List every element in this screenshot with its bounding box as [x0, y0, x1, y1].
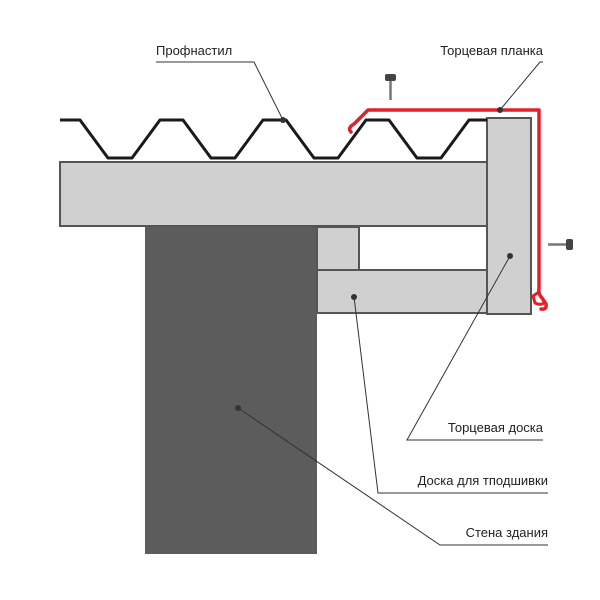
rafter-beam — [59, 161, 489, 227]
leader-doska-podshivki — [353, 296, 548, 494]
screw-icon — [385, 74, 396, 100]
leader-dot-stena — [235, 405, 241, 411]
soffit-board — [316, 269, 488, 314]
label-torcevaya-planka: Торцевая планка — [440, 43, 544, 58]
leader-dot-torcevaya-doska — [507, 253, 513, 259]
label-profnastil: Профнастил — [156, 43, 232, 58]
leader-torcevaya-planka — [499, 61, 543, 111]
leader-torcevaya-doska — [406, 255, 543, 441]
leader-dot-profnastil — [280, 117, 286, 123]
leader-dot-torcevaya-planka — [497, 107, 503, 113]
end-trim-hook — [531, 290, 547, 306]
label-doska-podshivki: Доска для тподшивки — [418, 473, 548, 488]
label-torcevaya-doska: Торцевая доска — [448, 420, 544, 435]
corrugated-sheet — [60, 118, 487, 160]
spacer-block — [316, 226, 360, 271]
leader-dot-doska-podshivki — [351, 294, 357, 300]
fascia-board — [486, 117, 532, 315]
leader-profnastil — [156, 61, 284, 121]
screw-icon — [548, 239, 573, 250]
label-stena: Стена здания — [466, 525, 548, 540]
leader-stena — [237, 407, 548, 546]
building-wall — [145, 226, 317, 554]
